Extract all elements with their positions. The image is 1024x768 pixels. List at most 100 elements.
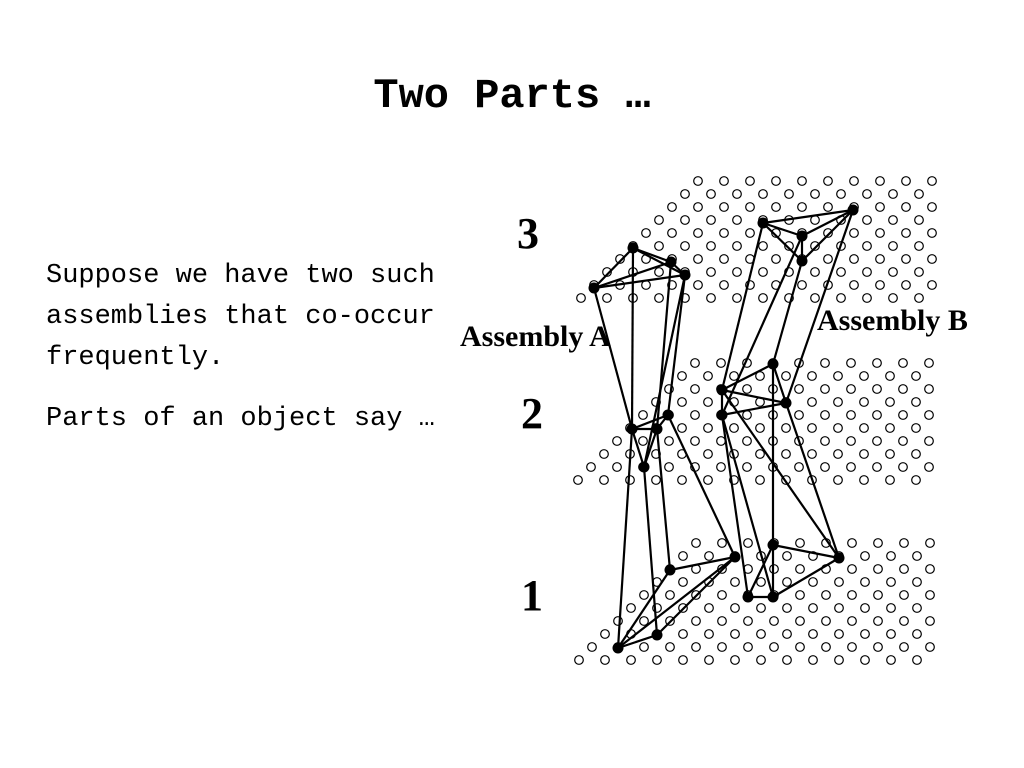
neuron-circle xyxy=(652,655,662,665)
neuron-circle xyxy=(691,642,701,652)
assembly-connection xyxy=(720,235,804,416)
neuron-circle xyxy=(680,215,690,225)
neuron-circle xyxy=(719,228,729,238)
layer-2-sheet xyxy=(573,358,934,485)
neuron-circle xyxy=(758,293,768,303)
neuron-circle xyxy=(639,616,649,626)
neuron-circle xyxy=(846,410,856,420)
layer-label-2: 2 xyxy=(521,389,543,438)
neuron-circle xyxy=(927,254,937,264)
assembly-connection xyxy=(655,261,673,430)
neuron-circle xyxy=(703,397,713,407)
neuron-circle xyxy=(847,642,857,652)
neuron-circle xyxy=(586,462,596,472)
neuron-circle xyxy=(925,538,935,548)
neuron-circle xyxy=(626,655,636,665)
neuron-circle xyxy=(716,436,726,446)
neuron-circle xyxy=(651,475,661,485)
neuron-circle xyxy=(690,436,700,446)
assembly-a-neuron xyxy=(638,461,650,473)
neuron-circle xyxy=(665,590,675,600)
neuron-circle xyxy=(716,462,726,472)
neuron-circle xyxy=(873,538,883,548)
neuron-circle xyxy=(794,462,804,472)
neuron-circle xyxy=(820,436,830,446)
neuron-circle xyxy=(899,616,909,626)
assembly-connection xyxy=(772,557,840,598)
neuron-circle xyxy=(730,603,740,613)
neuron-circle xyxy=(771,254,781,264)
neuron-circle xyxy=(654,241,664,251)
neuron-circle xyxy=(849,280,859,290)
neuron-circle xyxy=(872,436,882,446)
neuron-circle xyxy=(834,603,844,613)
neuron-circle xyxy=(808,577,818,587)
neuron-circle xyxy=(742,462,752,472)
neuron-circle xyxy=(914,241,924,251)
neuron-circle xyxy=(833,449,843,459)
neuron-circle xyxy=(743,616,753,626)
assembly-a-neuron xyxy=(588,282,600,294)
neuron-circle xyxy=(691,616,701,626)
neuron-circle xyxy=(808,655,818,665)
neuron-circle xyxy=(859,371,869,381)
neuron-circle xyxy=(808,629,818,639)
neuron-circle xyxy=(758,241,768,251)
neuron-circle xyxy=(703,371,713,381)
neuron-circle xyxy=(719,202,729,212)
neuron-circle xyxy=(638,436,648,446)
neuron-circle xyxy=(833,371,843,381)
assembly-connection xyxy=(593,247,634,289)
neuron-circle xyxy=(872,410,882,420)
neuron-circle xyxy=(847,538,857,548)
neuron-circle xyxy=(911,423,921,433)
neuron-circle xyxy=(665,642,675,652)
neuron-circle xyxy=(912,603,922,613)
neuron-circle xyxy=(677,371,687,381)
neuron-circle xyxy=(847,616,857,626)
neuron-circle xyxy=(875,202,885,212)
neuron-circle xyxy=(846,384,856,394)
paragraph-parts: Parts of an object say … xyxy=(46,404,435,434)
neuron-circle xyxy=(914,293,924,303)
neuron-circle xyxy=(810,293,820,303)
neuron-circle xyxy=(690,410,700,420)
assembly-b-neuron xyxy=(757,217,769,229)
assembly-connection xyxy=(721,401,787,417)
assembly-connection xyxy=(784,402,841,559)
assembly-connection xyxy=(642,466,659,636)
body-text: Suppose we have two such assemblies that… xyxy=(46,256,446,460)
neuron-circle xyxy=(639,642,649,652)
assembly-b-neuron xyxy=(742,591,754,603)
neuron-circle xyxy=(797,176,807,186)
neuron-circle xyxy=(862,241,872,251)
neuron-circle xyxy=(719,280,729,290)
neuron-circle xyxy=(810,241,820,251)
neuron-circle xyxy=(821,616,831,626)
assembly-b-neuron xyxy=(767,539,779,551)
neuron-circle xyxy=(756,629,766,639)
neuron-circle xyxy=(927,176,937,186)
neuron-circle xyxy=(885,397,895,407)
neuron-circle xyxy=(885,371,895,381)
neuron-circle xyxy=(849,228,859,238)
neuron-circle xyxy=(834,655,844,665)
assembly-a-neuron xyxy=(729,551,741,563)
assembly-a-neuron xyxy=(651,423,663,435)
neuron-circle xyxy=(677,423,687,433)
neuron-circle xyxy=(888,293,898,303)
neuron-circle xyxy=(898,358,908,368)
neuron-circle xyxy=(690,358,700,368)
assembly-a-neuron xyxy=(665,256,677,268)
neuron-circle xyxy=(901,228,911,238)
neuron-circle xyxy=(677,475,687,485)
assembly-b-neuron xyxy=(847,204,859,216)
neuron-circle xyxy=(795,590,805,600)
neuron-circle xyxy=(885,475,895,485)
neuron-circle xyxy=(667,202,677,212)
assembly-connection xyxy=(762,221,803,238)
assembly-connection xyxy=(630,247,635,430)
neuron-circle xyxy=(574,655,584,665)
neuron-circle xyxy=(914,267,924,277)
neuron-circle xyxy=(758,267,768,277)
